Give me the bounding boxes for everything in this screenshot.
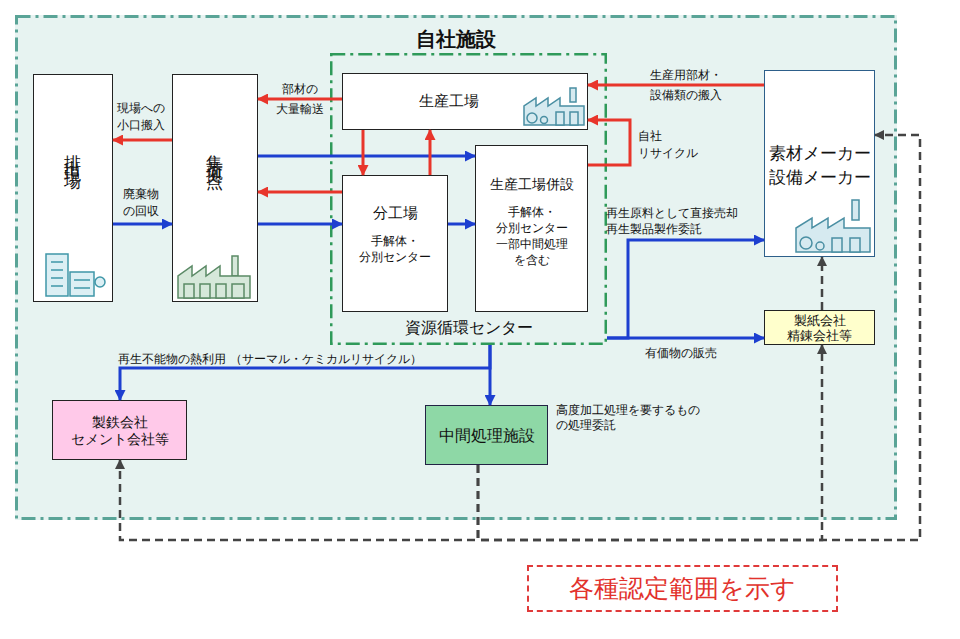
edge-label: 現場への 小口搬入 (112, 100, 170, 134)
center-group: 資源循環センター生産工場分工場手解体・分別センター生産工場併設手解体・分別センタ… (330, 53, 607, 345)
node-label: 製鉄会社 セメント会社等 (65, 414, 175, 448)
maker-box: 素材メーカー 設備メーカー (764, 70, 875, 257)
node-label: 集荷拠点 (205, 141, 226, 165)
node-label: 素材メーカー 設備メーカー (766, 141, 874, 189)
edge-label: 再生原料として直接売却 再生製品製作委託 (606, 205, 764, 237)
legend-text: 各種認定範囲を示す (569, 574, 796, 603)
site-box: 排出現場 (33, 74, 113, 302)
node-label: 分工場 (373, 204, 418, 223)
process-box: 中間処理施設 (425, 405, 548, 465)
edge-label: 生産用部材・ 設備類の搬入 (628, 65, 744, 105)
edge-label: 廃棄物 の回収 (112, 186, 170, 220)
company-box: 製紙会社 精錬会社等 (764, 310, 875, 345)
node-label: 排出現場 (63, 141, 84, 165)
edge-label: 有価物の販売 (645, 346, 717, 361)
node-label: 中間処理施設 (439, 426, 535, 446)
dash-dot-outline (331, 54, 606, 344)
process-box: 分工場手解体・分別センター (342, 175, 448, 312)
facility-band: 自社施設排出現場集荷拠点資源循環センター生産工場分工場手解体・分別センター生産工… (15, 15, 897, 520)
node-label: 自社施設 (416, 27, 496, 52)
hub-box: 集荷拠点 (172, 74, 258, 302)
node-label: 生産工場 (419, 92, 479, 111)
node-body: 手解体・分別センター (358, 233, 432, 265)
node-label: 生産工場併設 (490, 175, 574, 193)
edge-label: 自社 リサイクル (638, 128, 698, 162)
legend-item: 各種認定範囲を示す (527, 565, 838, 612)
node-body: 手解体・分別センター 一部中間処理を含む (495, 204, 569, 268)
edge-label: 再生不能物の熱利用 （サーマル・ケミカルリサイクル） (118, 352, 422, 367)
process-box: 生産工場 (342, 73, 588, 130)
node-label: 製紙会社 精錬会社等 (786, 313, 854, 343)
process-box: 生産工場併設手解体・分別センター 一部中間処理を含む (475, 145, 588, 312)
edge-label: 高度加工処理を要するもの の処理委託 (556, 403, 716, 433)
company-box: 製鉄会社 セメント会社等 (52, 400, 187, 460)
dash-dot-outline (17, 17, 896, 519)
edge-label: 部材の 大量輸送 (262, 79, 338, 119)
node-label: 資源循環センター (405, 318, 533, 338)
